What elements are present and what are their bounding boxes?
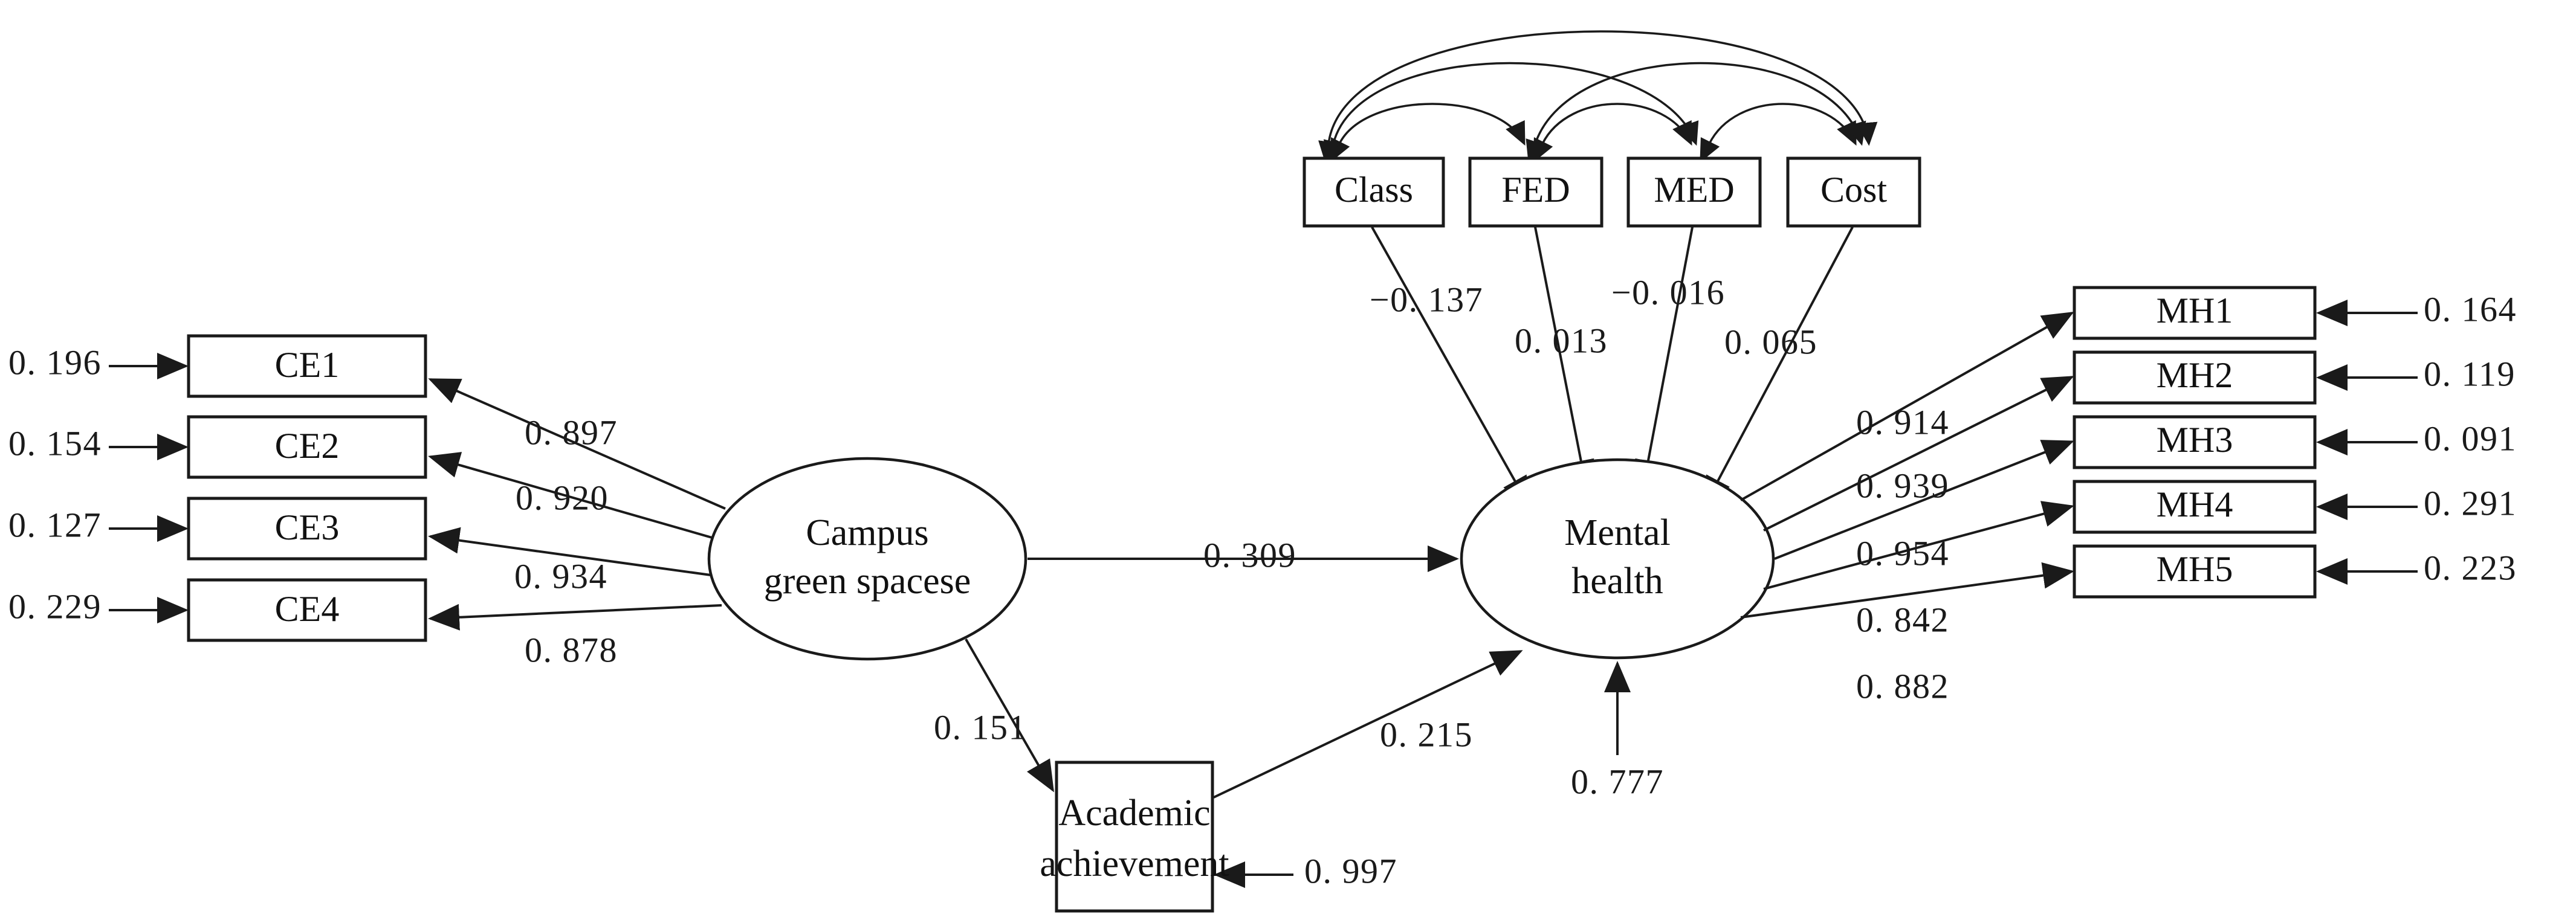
structural-path-academic-to-mental [1213,650,1523,799]
indicator-box-ce4[interactable] [187,578,427,642]
loading-path-mental-mh2 [1763,376,2074,532]
indicator-label-ce3: CE3 [275,507,340,547]
loading-value-ce1: 0. 897 [525,413,618,452]
coefficient-value-campus-to-academic: 0. 151 [934,707,1027,747]
error-value-ce1: 0. 196 [8,343,102,382]
loading-path-mental-mh4 [1763,501,2074,590]
loading-value-mh3: 0. 954 [1856,533,1949,573]
path-class-to-mental [1371,227,1530,509]
error-value-mh2: 0. 119 [2424,354,2516,393]
latent-ellipse-campus-green-spaces[interactable] [707,457,1027,661]
latent-label-campus-line1: Campus [806,512,928,553]
covariate-label-fed: FED [1501,170,1570,210]
covariate-box-med[interactable] [1626,156,1762,228]
indicator-label-ce4: CE4 [275,589,340,629]
error-value-ce4: 0. 229 [8,587,102,626]
covariance-arc-fed-med [1533,103,1692,163]
ce-indicator-group [109,334,427,642]
indicator-label-ce1: CE1 [275,345,340,385]
loading-path-mental-mh3 [1774,440,2074,560]
disturbance-value-academic-achievement: 0. 997 [1304,851,1397,890]
coefficient-value-fed: 0. 013 [1515,321,1608,360]
indicator-box-mh1[interactable] [2073,286,2317,340]
coefficient-value-cost: 0. 065 [1724,322,1817,361]
coefficient-value-med: −0. 016 [1611,272,1725,312]
mediator-label-academic-line2: achievement [1040,843,1229,884]
loading-value-ce3: 0. 934 [514,556,607,596]
covariate-boxes [1303,156,1921,228]
error-value-mh4: 0. 291 [2424,483,2517,523]
indicator-label-ce2: CE2 [275,426,340,466]
covariate-path-group [1371,227,1854,509]
indicator-box-ce1[interactable] [187,334,427,398]
latent-label-campus-line2: green spacese [764,561,971,602]
indicator-box-ce3[interactable] [187,497,427,561]
campus-loading-group [428,378,726,631]
path-fed-to-mental [1534,227,1594,492]
latent-label-mental-line2: health [1571,561,1663,602]
error-value-mh3: 0. 091 [2424,419,2517,458]
covariance-arc-class-med [1323,62,1699,164]
indicator-label-mh2: MH2 [2157,355,2233,395]
structural-path-campus-to-academic [965,639,1054,793]
covariate-label-cost: Cost [1820,170,1887,210]
indicator-box-mh4[interactable] [2073,480,2317,534]
covariate-box-cost[interactable] [1786,156,1921,228]
coefficient-value-academic-to-mental: 0. 215 [1380,715,1473,754]
covariance-arc-class-fed [1330,103,1526,163]
indicator-label-mh5: MH5 [2157,549,2233,589]
indicator-box-ce2[interactable] [187,415,427,479]
covariate-box-fed[interactable] [1468,156,1604,228]
covariate-label-med: MED [1654,170,1734,210]
loading-value-mh5: 0. 882 [1856,666,1949,706]
coefficient-value-campus-to-mental: 0. 309 [1203,535,1296,574]
loading-value-mh2: 0. 939 [1856,466,1949,505]
path-cost-to-mental [1703,227,1854,509]
loading-value-ce2: 0. 920 [516,478,609,517]
indicator-box-mh5[interactable] [2073,544,2317,599]
latent-label-mental-line1: Mental [1564,512,1671,553]
covariate-label-class: Class [1335,170,1413,210]
loading-path-mental-mh1 [1740,312,2074,501]
covariance-arc-group [1318,30,1878,165]
covariance-arc-class-cost [1318,30,1878,165]
loading-value-mh1: 0. 914 [1856,402,1949,442]
loading-path-campus-ce2 [428,452,713,539]
loading-value-mh4: 0. 842 [1856,600,1949,639]
mediator-label-academic-line1: Academic [1058,793,1210,834]
covariate-box-class[interactable] [1303,156,1445,228]
covariance-arc-fed-cost [1526,62,1866,164]
indicator-box-mh3[interactable] [2073,415,2317,469]
indicator-label-mh1: MH1 [2157,291,2233,330]
loading-path-mental-mh5 [1740,562,2074,619]
loading-path-campus-ce4 [428,603,722,631]
error-value-mh1: 0. 164 [2424,289,2517,329]
loading-path-campus-ce3 [428,527,711,576]
loading-value-ce4: 0. 878 [525,630,618,669]
mh-indicator-group [2073,286,2418,599]
disturbance-value-mental-health: 0. 777 [1571,762,1664,801]
path-med-to-mental [1635,227,1694,492]
error-value-mh5: 0. 223 [2424,548,2517,587]
error-value-ce3: 0. 127 [8,505,102,544]
covariance-arc-med-cost [1700,103,1857,163]
loading-path-campus-ce1 [428,378,726,510]
mediator-box-academic-achievement[interactable] [1055,761,1214,913]
mental-loading-group [1740,312,2074,619]
coefficient-value-class: −0. 137 [1370,280,1483,319]
indicator-label-mh4: MH4 [2157,484,2233,524]
indicator-label-mh3: MH3 [2157,420,2233,460]
error-value-ce2: 0. 154 [8,423,102,463]
indicator-box-mh2[interactable] [2073,350,2317,405]
latent-ellipse-mental-health[interactable] [1460,458,1775,660]
